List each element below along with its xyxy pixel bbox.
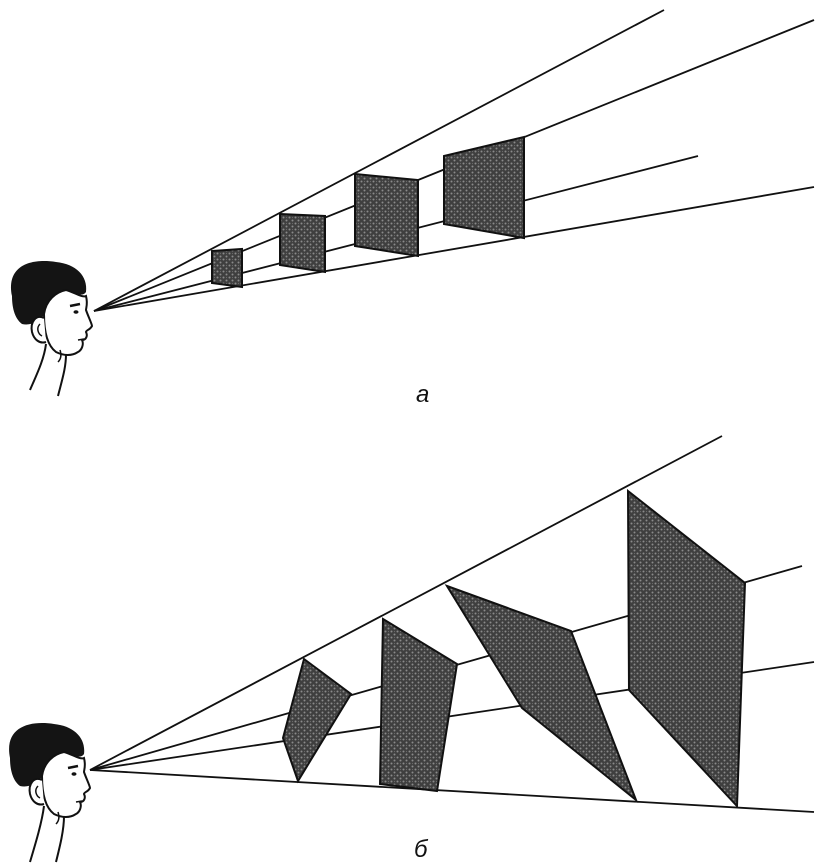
squares-a xyxy=(211,135,525,289)
eye xyxy=(71,772,77,776)
viewer-head-a xyxy=(11,261,94,397)
neck xyxy=(55,815,65,863)
hair xyxy=(9,723,85,787)
neck xyxy=(57,353,67,397)
eyebrow xyxy=(67,764,79,770)
quad-4 xyxy=(626,488,747,809)
mouth xyxy=(75,800,83,803)
ear xyxy=(28,778,45,806)
neck xyxy=(29,805,45,863)
ear-inner xyxy=(35,785,41,799)
hair xyxy=(11,261,87,325)
square-1 xyxy=(211,247,243,289)
face xyxy=(42,288,94,356)
shapes-b xyxy=(281,488,747,809)
panel-b-label: б xyxy=(414,836,428,863)
ear xyxy=(30,316,47,344)
sight-line xyxy=(89,769,815,813)
chin xyxy=(55,811,60,825)
panel-a-label: а xyxy=(416,381,430,408)
quad-3 xyxy=(444,584,639,804)
eyebrow xyxy=(69,302,81,308)
quad-2 xyxy=(378,617,459,793)
square-2 xyxy=(279,212,326,274)
square-4 xyxy=(443,135,525,240)
square-3 xyxy=(354,172,419,258)
sight-line xyxy=(93,9,665,312)
panel-b xyxy=(9,435,815,863)
sight-line xyxy=(89,435,723,771)
chin xyxy=(57,349,62,363)
sight-line xyxy=(93,186,815,312)
neck xyxy=(29,343,47,391)
mouth xyxy=(77,338,85,341)
panel-a xyxy=(11,9,815,397)
viewer-head-b xyxy=(9,723,92,863)
ear-inner xyxy=(37,323,43,337)
quad-1 xyxy=(281,657,353,784)
face xyxy=(40,750,92,818)
eye xyxy=(73,310,79,314)
